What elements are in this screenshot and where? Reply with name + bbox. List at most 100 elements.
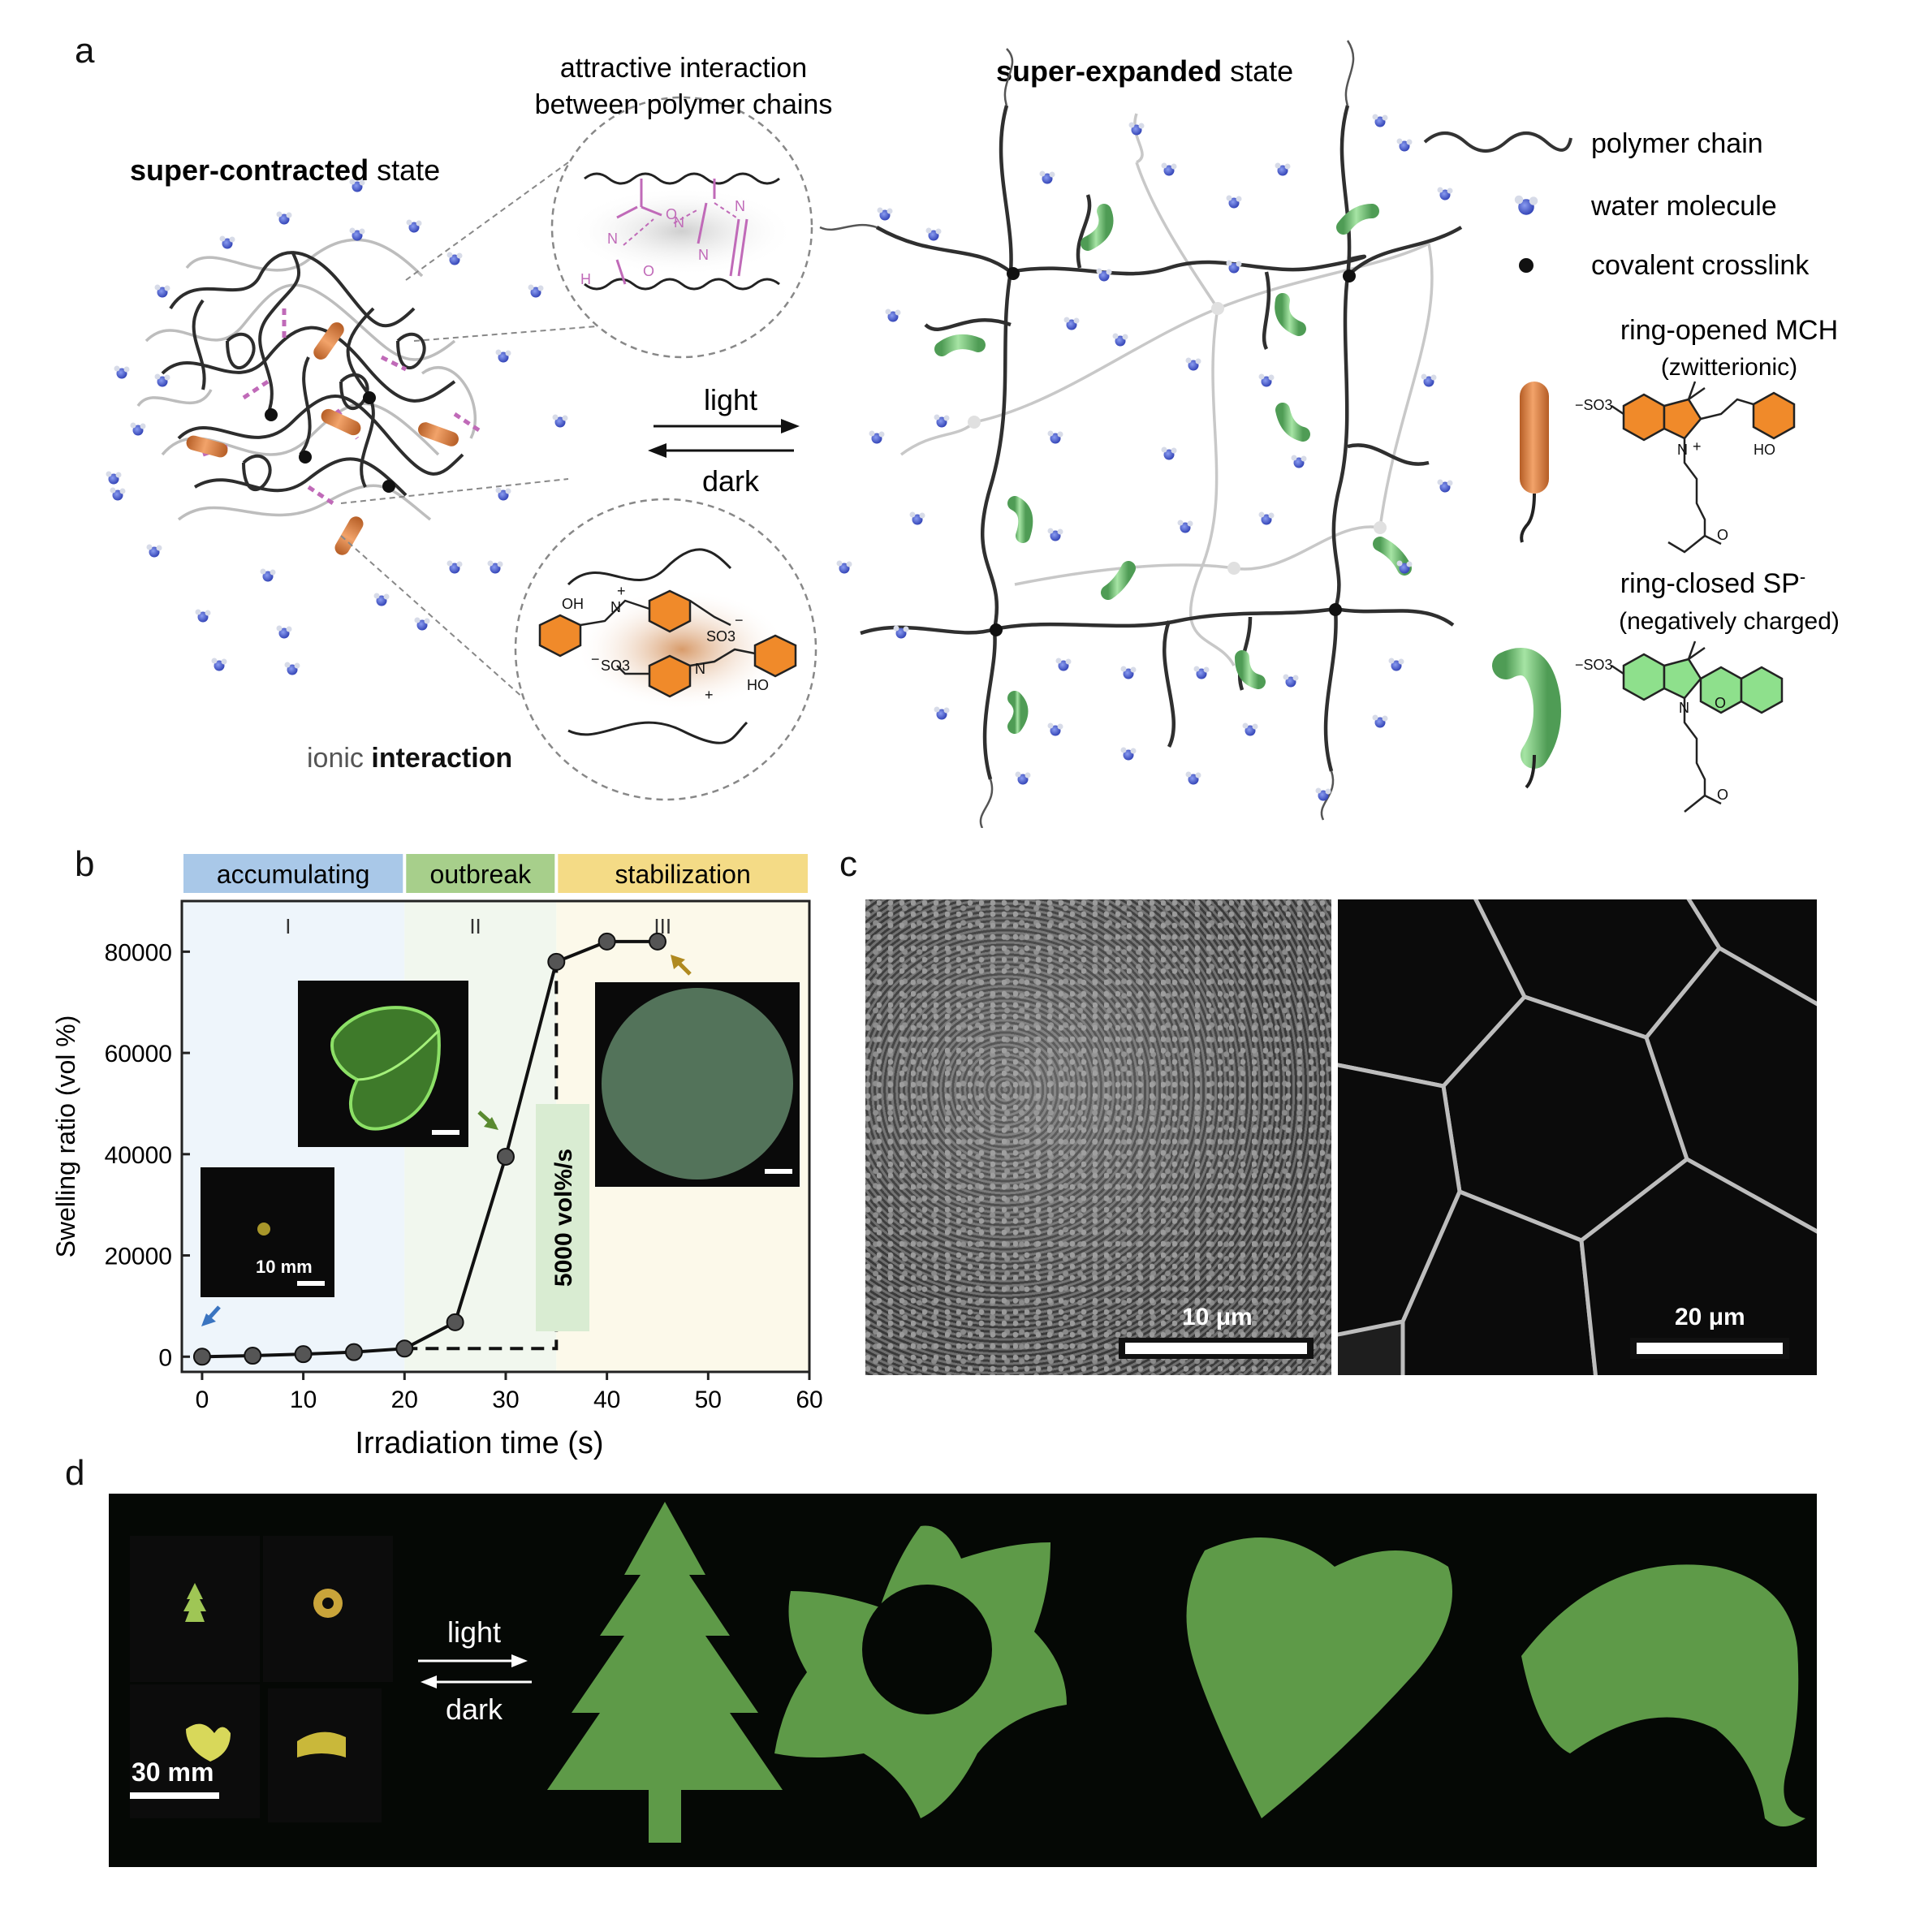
mch-plus: +	[1693, 438, 1702, 455]
phase-label-0: accumulating	[217, 860, 370, 889]
chem-o-2: O	[643, 263, 654, 279]
panel-d-light-label: light	[446, 1615, 502, 1649]
legend-mch-rod-symbol	[1520, 382, 1549, 543]
phase-header-1	[406, 854, 555, 893]
phase-header-0	[183, 854, 403, 893]
expanded-network	[819, 40, 1463, 828]
panel-letter-d: d	[65, 1453, 85, 1493]
x-tick-label-6: 60	[796, 1386, 822, 1413]
legend-covalent-crosslink: covalent crosslink	[1591, 250, 1810, 281]
mch-n: N	[1677, 442, 1688, 458]
chem-plus-1: +	[617, 583, 626, 599]
legend-sp-line2: (negatively charged)	[1619, 608, 1840, 635]
chem-so3-1: SO3	[706, 628, 735, 645]
data-point-1	[244, 1347, 262, 1365]
expanded-label: super-expanded state	[996, 54, 1293, 88]
chem-minus-1: −	[735, 612, 744, 628]
small-dolphin-photo	[268, 1688, 382, 1822]
legend-polymer-chain-symbol	[1423, 132, 1572, 153]
phase-roman-0: I	[285, 914, 291, 938]
panel-d-scale-label: 30 mm	[132, 1757, 214, 1787]
mch-o: O	[1717, 527, 1728, 543]
chem-n-5: N	[610, 599, 621, 615]
attractive-label-line2: between polymer chains	[535, 89, 833, 120]
chem-oh: OH	[562, 596, 584, 612]
rate-guide-dashed	[404, 968, 559, 1351]
large-dolphin-shape	[1521, 1564, 1805, 1826]
mch-so3: −SO3	[1575, 397, 1613, 413]
phase-header-2	[558, 854, 808, 893]
chem-n-3: N	[735, 198, 745, 214]
chem-o-1: O	[666, 206, 677, 222]
legend-crosslink-symbol	[1519, 258, 1534, 273]
legend-polymer-chain: polymer chain	[1591, 128, 1763, 159]
panel-letter-c: c	[839, 844, 857, 884]
chem-plus-2: +	[705, 687, 714, 703]
x-tick-label-1: 10	[290, 1386, 317, 1413]
panel-b-chart: accumulatingIoutbreakIIstabilizationIII …	[51, 854, 823, 1460]
contracted-network	[106, 179, 568, 675]
inset-scalebar-label: 10 mm	[256, 1257, 313, 1277]
y-tick-label-1: 20000	[105, 1244, 172, 1270]
series-line	[201, 939, 658, 1359]
data-point-2	[294, 1345, 313, 1364]
sem-right-scale: 20 μm	[1675, 1304, 1745, 1330]
x-tick-label-4: 40	[593, 1386, 620, 1413]
y-tick-label-4: 80000	[105, 939, 172, 966]
legend-water-molecule: water molecule	[1590, 191, 1777, 222]
phase-roman-2: III	[654, 914, 671, 938]
data-point-0	[192, 1348, 211, 1366]
data-point-3	[344, 1343, 363, 1361]
legend-water-symbol	[1514, 195, 1538, 215]
arrow-dark-label: dark	[702, 464, 760, 498]
legend-mch-line2: (zwitterionic)	[1661, 354, 1797, 381]
chem-n-6: N	[695, 661, 705, 677]
large-heart-shape	[1186, 1537, 1452, 1818]
contracted-label: super-contracted state	[130, 153, 440, 187]
panel-d-dark-label: dark	[445, 1693, 503, 1726]
sp-so3: −SO3	[1575, 657, 1613, 673]
legend-sp-structure	[1611, 640, 1784, 813]
attractive-label-line1: attractive interaction	[560, 53, 807, 84]
phase-label-1: outbreak	[430, 860, 533, 889]
panel-d-arrows	[418, 1654, 532, 1688]
rate-label-box: 5000 vol%/s	[536, 1104, 589, 1331]
phase-roman-1: II	[469, 914, 481, 938]
sp-n: N	[1679, 700, 1689, 716]
x-tick-label-2: 20	[391, 1386, 418, 1413]
legend-sp-line1: ring-closed SP-	[1620, 567, 1805, 599]
rate-label: 5000 vol%/s	[550, 1149, 577, 1287]
y-tick-label-2: 40000	[105, 1142, 172, 1169]
panel-letter-a: a	[75, 31, 95, 71]
chem-h-1: H	[580, 271, 591, 287]
y-tick-label-3: 60000	[105, 1041, 172, 1067]
chem-n-2: N	[607, 231, 618, 247]
legend-mch-structure	[1611, 381, 1796, 554]
phase-label-2: stabilization	[615, 860, 751, 889]
inset-capsule-image	[298, 981, 468, 1147]
data-point-6	[496, 1147, 515, 1166]
panel-a-schematic: O N N O H N N OH N +	[106, 40, 1840, 828]
y-tick-label-0: 0	[158, 1344, 172, 1371]
data-point-5	[446, 1313, 464, 1331]
sem-image-right: 20 μm	[1338, 899, 1817, 1375]
chem-n-4: N	[698, 247, 709, 263]
chem-so3-2: SO3	[601, 658, 630, 674]
legend-mch-line1: ring-opened MCH	[1620, 315, 1838, 346]
marker-arrows	[201, 955, 692, 1326]
panel-letter-b: b	[75, 844, 95, 884]
large-tree-shape	[547, 1502, 783, 1843]
y-axis-label: Swelling ratio (vol %)	[51, 1016, 80, 1258]
legend: polymer chain water molecule covalent cr…	[1423, 128, 1840, 813]
x-tick-label-3: 30	[492, 1386, 519, 1413]
mch-ho: HO	[1754, 442, 1775, 458]
sem-image-left: 10 μm	[865, 899, 1331, 1375]
sem-left-scale: 10 μm	[1182, 1304, 1253, 1330]
data-point-9	[648, 932, 666, 951]
light-dark-arrows: light dark	[648, 383, 800, 498]
chem-n-1: N	[674, 214, 684, 231]
data-point-8	[597, 932, 616, 951]
ionic-label: ionic interaction	[307, 743, 512, 774]
x-tick-label-0: 0	[196, 1386, 209, 1413]
sp-o: O	[1717, 787, 1728, 803]
